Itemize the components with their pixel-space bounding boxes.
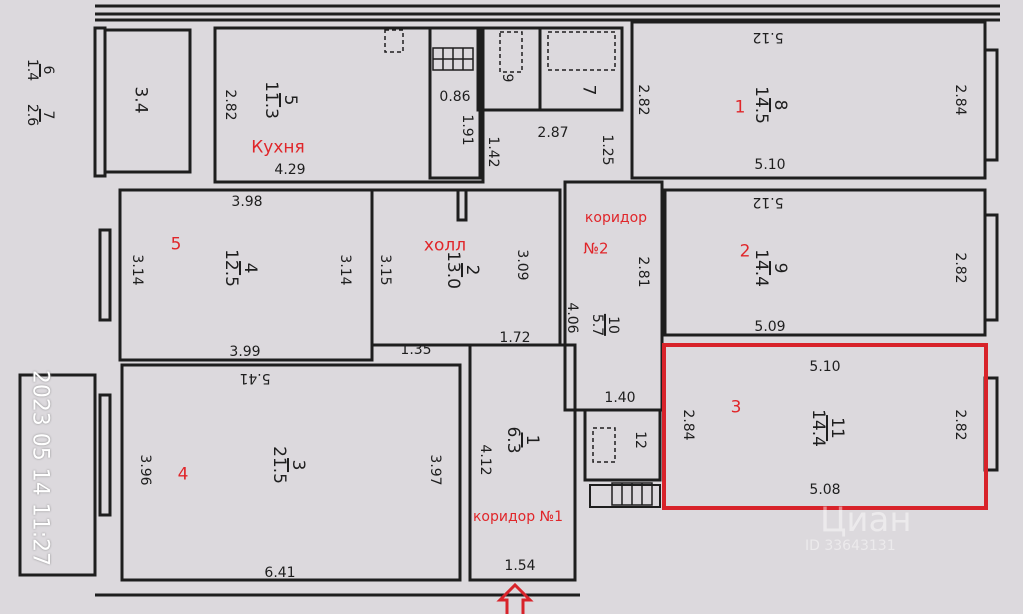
watermark-id: ID 33643131 xyxy=(805,538,896,554)
dim-142: 1.42 xyxy=(485,136,501,168)
corridor-2-number-annotation: №2 xyxy=(583,239,609,258)
highlighted-room-3-border xyxy=(662,343,988,510)
dim-287: 2.87 xyxy=(537,125,569,141)
dim-r2-bottom: 5.09 xyxy=(754,319,786,335)
dim-hall-left: 3.15 xyxy=(377,254,393,286)
dim-412: 4.12 xyxy=(477,444,493,476)
dim-r1-top: 5.12 xyxy=(752,29,784,45)
bathroom-12-number: 12 xyxy=(632,431,648,449)
room-5-annotation: 5 xyxy=(170,234,182,255)
bath-number: 7 xyxy=(578,84,599,96)
dim-r3-right: 2.82 xyxy=(952,409,968,441)
room-4-annotation: 4 xyxy=(177,464,189,485)
dim-r5-top: 3.98 xyxy=(231,194,263,210)
dim-r4-left: 3.96 xyxy=(137,454,153,486)
dim-125: 1.25 xyxy=(599,134,615,166)
hall-annotation: холл xyxy=(423,235,467,256)
dim-r5-left: 3.14 xyxy=(129,254,145,286)
dim-r3-bottom: 5.08 xyxy=(809,482,841,498)
watermark-brand: Циан xyxy=(820,500,912,540)
dim-154: 1.54 xyxy=(504,558,536,574)
dim-r2-right: 2.82 xyxy=(952,252,968,284)
wc-number: 9 xyxy=(499,73,515,83)
dim-r3-left: 2.84 xyxy=(680,409,696,441)
kitchen-annotation: Кухня xyxy=(251,137,305,158)
dim-172: 1.72 xyxy=(499,330,531,346)
dim-r5-right: 3.14 xyxy=(337,254,353,286)
room-3-annotation: 3 xyxy=(730,397,742,418)
dim-r4-right: 3.97 xyxy=(427,454,443,486)
dim-kitchen-side: 2.82 xyxy=(222,89,238,121)
dim-r3-top: 5.10 xyxy=(809,359,841,375)
room-2-annotation: 2 xyxy=(739,241,751,262)
photo-timestamp: 2023 05 14 11:27 xyxy=(27,369,53,567)
dim-r5-bottom: 3.99 xyxy=(229,344,261,360)
dim-r1-left: 2.82 xyxy=(635,84,651,116)
dim-140: 1.40 xyxy=(604,390,636,406)
dim-r2-left: 2.81 xyxy=(635,256,651,288)
corridor-1-annotation: коридор №1 xyxy=(472,509,564,525)
dim-r2-top: 5.12 xyxy=(752,194,784,210)
dim-r1-bottom: 5.10 xyxy=(754,157,786,173)
dim-309: 3.09 xyxy=(514,249,530,281)
dim-loggia: 3.4 xyxy=(130,86,151,114)
dim-r4-bottom: 6.41 xyxy=(264,565,296,581)
room-1-annotation: 1 xyxy=(734,97,746,118)
entrance-arrow-icon xyxy=(496,582,534,614)
dim-429: 4.29 xyxy=(274,162,306,178)
dim-086: 0.86 xyxy=(439,89,471,105)
dim-135: 1.35 xyxy=(400,342,432,358)
corridor-2-annotation: коридор xyxy=(584,210,648,226)
dim-191: 1.91 xyxy=(459,114,475,146)
dim-406: 4.06 xyxy=(564,302,580,334)
dim-r1-right: 2.84 xyxy=(952,84,968,116)
dim-r4-top: 5.41 xyxy=(239,370,271,386)
